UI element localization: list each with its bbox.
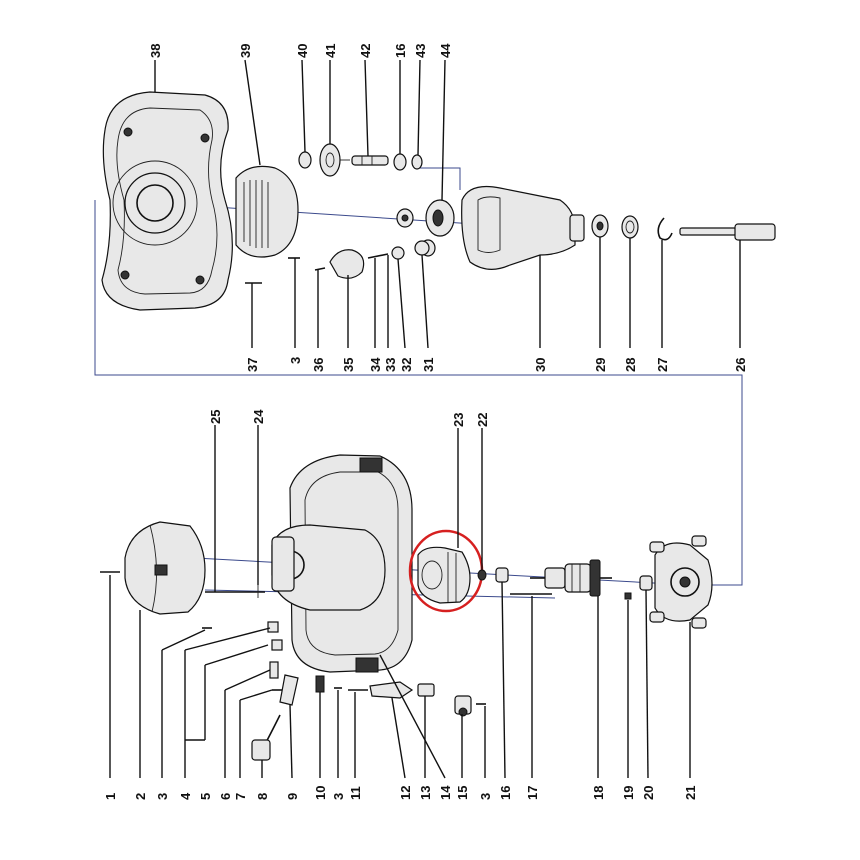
label-13: 13 [418,786,433,800]
label-40: 40 [295,44,310,58]
part-15-speed-dial [454,695,472,717]
part-35-plate [329,249,365,279]
label-15: 15 [455,786,470,800]
label-4: 4 [178,792,193,800]
label-19: 19 [621,786,636,800]
lower-leader-lines [109,425,691,779]
label-23: 23 [451,413,466,427]
part-22-spacer [477,569,487,581]
part-12-switch [369,681,414,699]
label-10: 10 [313,786,328,800]
upper-bottom-labels: 37 3 36 35 34 33 32 31 30 29 28 27 26 [245,357,748,372]
part-34-screw [367,253,389,259]
part-5-spring [269,661,279,679]
label-33: 33 [383,358,398,372]
label-42: 42 [358,44,373,58]
label-41: 41 [323,44,338,58]
label-34: 34 [368,357,383,372]
part-42-shaft [351,155,389,166]
part-43-washer [411,154,423,170]
part-18-armature [530,559,612,597]
part-13-lock-button [417,683,435,697]
upper-top-labels: 38 39 40 41 42 16 43 44 [148,43,453,58]
part-21-bearing-plate [649,535,713,629]
label-7: 7 [233,793,248,800]
label-8: 8 [255,793,270,800]
lower-assembly [100,454,713,761]
label-30: 30 [533,358,548,372]
label-1: 1 [103,793,118,800]
part-14-motor-housing [271,454,413,673]
part-16-bearing-mid [396,208,414,228]
part-10-capacitor [315,675,325,693]
label-29: 29 [593,358,608,372]
part-27-circlip [657,217,673,241]
label-25: 25 [208,410,223,424]
label-17: 17 [525,786,540,800]
label-31: 31 [421,358,436,372]
label-44: 44 [438,43,453,58]
part-29-bearing [591,214,609,238]
label-3-c: 3 [478,793,493,800]
label-2: 2 [133,793,148,800]
label-21: 21 [683,786,698,800]
label-9: 9 [285,793,300,800]
part-2-rear-cap [124,521,206,615]
part-28-bearing [621,215,639,239]
label-16-top: 16 [393,44,408,58]
part-41-gear [319,143,350,177]
part-30-gearbox [461,185,585,270]
label-37: 37 [245,358,260,372]
part-8-cable [251,714,281,761]
label-18: 18 [591,786,606,800]
label-3-b: 3 [331,793,346,800]
label-32: 32 [399,358,414,372]
part-20-bearing [639,575,653,591]
part-40-washer [298,151,312,169]
label-27: 27 [655,358,670,372]
label-16-bottom: 16 [498,786,513,800]
part-16-bearing-lower [495,567,509,583]
part-19-pin [624,592,632,600]
label-36: 36 [311,358,326,372]
label-14: 14 [438,785,453,800]
upper-leader-lines [154,59,741,349]
part-23-stator [417,546,471,604]
label-5: 5 [198,793,213,800]
label-28: 28 [623,358,638,372]
part-9-cable-sleeve [279,674,299,706]
label-6: 6 [218,793,233,800]
part-4-clip [267,621,283,651]
label-43: 43 [413,44,428,58]
label-35: 35 [341,358,356,372]
part-32-washer [391,246,405,260]
label-12: 12 [398,786,413,800]
part-38-housing-cover [101,91,233,311]
upper-assembly [101,91,776,311]
label-3-upper: 3 [288,357,303,364]
part-31-gear-small [414,240,430,256]
part-16-bearing-upper [393,153,407,171]
label-11: 11 [348,786,363,800]
label-39: 39 [238,44,253,58]
label-26: 26 [733,358,748,372]
label-38: 38 [148,44,163,58]
label-20: 20 [641,786,656,800]
part-39-ring-gear [235,165,299,258]
lower-bottom-labels: 1 2 3 4 5 6 7 8 9 10 3 11 12 13 14 15 3 … [103,785,698,800]
part-36-pin [314,267,326,271]
label-24: 24 [251,409,266,424]
label-22: 22 [475,413,490,427]
part-26-output-spindle [679,223,776,241]
label-3-a: 3 [155,793,170,800]
lower-top-labels: 25 24 23 22 [208,409,490,427]
